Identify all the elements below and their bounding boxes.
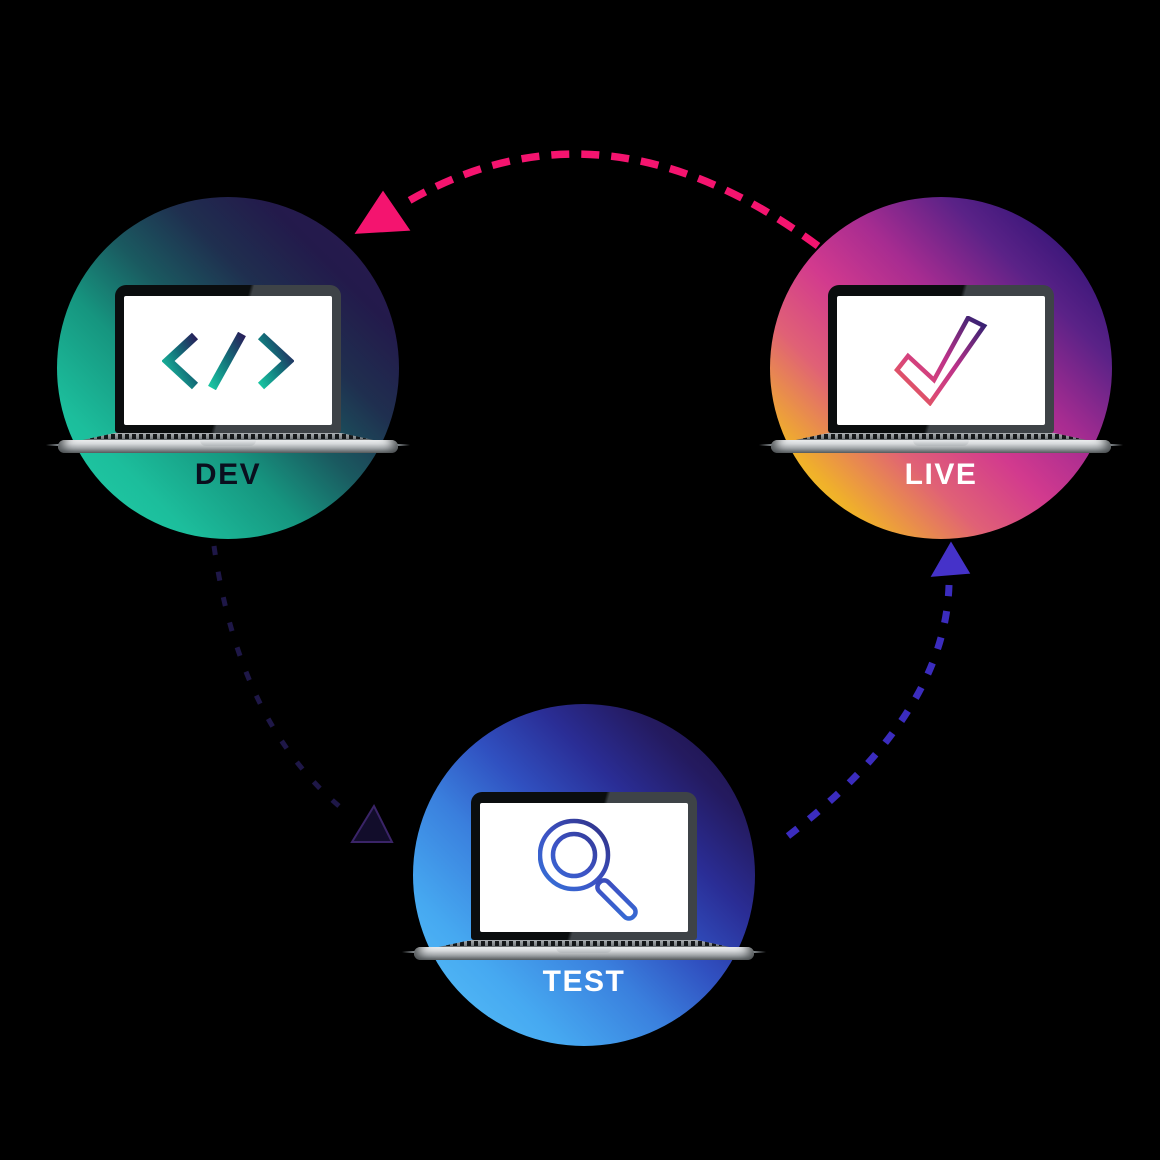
node-label-test: TEST — [542, 965, 626, 998]
laptop-screen — [124, 296, 332, 425]
arrow-live-to-dev — [398, 150, 821, 250]
checkmark-icon — [894, 315, 988, 406]
laptop-keyboard — [791, 433, 1091, 441]
node-label-live: LIVE — [904, 458, 978, 491]
magnifier-icon — [538, 818, 638, 921]
laptop-screen — [837, 296, 1045, 425]
laptop-screen — [480, 803, 688, 932]
laptop-base — [771, 440, 1111, 453]
arrow-dev-to-test — [211, 545, 352, 817]
node-label-dev: DEV — [194, 458, 262, 491]
laptop-lid — [828, 285, 1054, 433]
arrowhead-dev-to-test — [350, 803, 394, 843]
node-test: TEST — [402, 704, 766, 1076]
arrow-test-to-live — [785, 584, 953, 839]
laptop-lid — [115, 285, 341, 433]
laptop-keyboard — [434, 940, 734, 948]
laptop-base — [58, 440, 398, 453]
laptop-lid — [471, 792, 697, 940]
code-icon — [162, 331, 294, 390]
laptop-keyboard — [78, 433, 378, 441]
laptop-base — [414, 947, 754, 960]
node-live: LIVE — [759, 197, 1123, 569]
node-dev: DEV — [46, 197, 410, 569]
